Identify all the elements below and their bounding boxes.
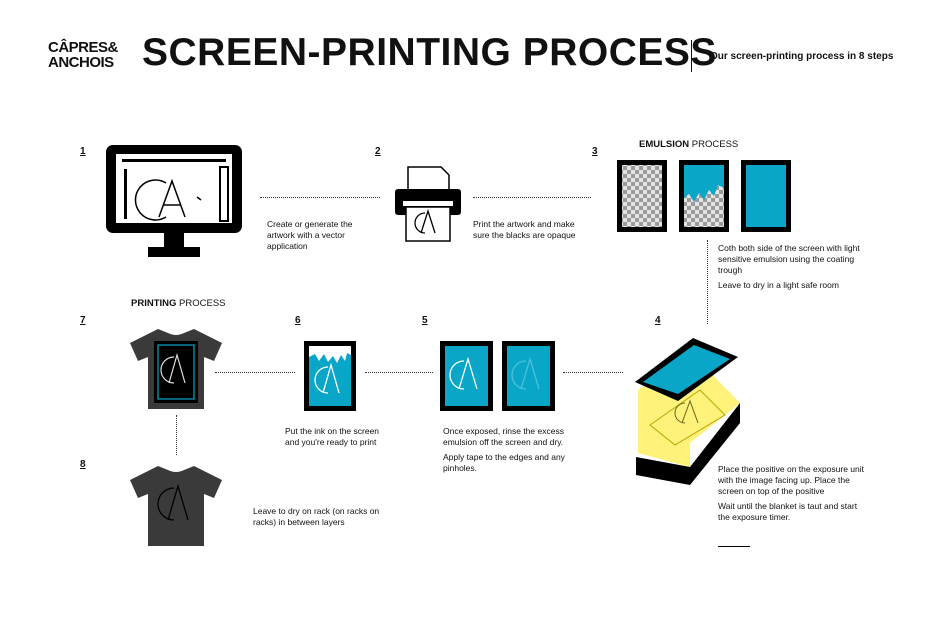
- connector-4-5: [563, 372, 623, 373]
- connector-3-4: [707, 240, 708, 324]
- brand-logo: CÂPRES& ANCHOIS: [48, 40, 132, 70]
- step-2-number: 2: [375, 146, 381, 157]
- step-4-caption-2: Wait until the blanket is taut and start…: [718, 501, 858, 522]
- step-6-caption: Put the ink on the screen and you're rea…: [285, 426, 380, 447]
- step-4-number: 4: [655, 315, 661, 326]
- screen-frame-icon: [304, 341, 356, 411]
- step-5-number: 5: [422, 315, 428, 326]
- connector-1-2: [260, 197, 380, 198]
- connector-5-6: [365, 372, 433, 373]
- step-8-number: 8: [80, 459, 86, 470]
- printer-icon: [395, 166, 461, 242]
- step-8-caption: Leave to dry on rack (on racks on racks)…: [253, 506, 380, 527]
- step-5-caption: Once exposed, rinse the excess emulsion …: [443, 426, 564, 447]
- exposure-unit-icon: [635, 338, 740, 485]
- step-1-number: 1: [80, 146, 86, 157]
- step-4-caption: Place the positive on the exposure unit …: [718, 464, 865, 496]
- logo-line-2: ANCHOIS: [48, 54, 114, 71]
- emulsion-heading-bold: EMULSION: [639, 139, 690, 150]
- step-2-caption: Print the artwork and make sure the blac…: [473, 219, 576, 240]
- printing-process-heading: PRINTING PROCESS: [131, 298, 226, 309]
- computer-monitor-icon: [106, 145, 242, 257]
- step-1-caption: Create or generate the artwork with a ve…: [267, 219, 353, 251]
- printing-heading-bold: PRINTING: [131, 298, 177, 309]
- step-6-number: 6: [295, 315, 301, 326]
- connector-7-8: [176, 415, 177, 455]
- screen-frame-icon: [617, 160, 791, 232]
- page-title: SCREEN-PRINTING PROCESS: [142, 31, 717, 74]
- page-subtitle: Our screen-printing process in 8 steps: [710, 51, 894, 62]
- connector-6-7: [215, 372, 295, 373]
- step-3-caption: Coth both side of the screen with light …: [718, 243, 860, 275]
- step-7-number: 7: [80, 315, 86, 326]
- step-5-caption-2: Apply tape to the edges and any pinholes…: [443, 452, 565, 473]
- step-3-caption-2: Leave to dry in a light safe room: [718, 280, 839, 290]
- tshirt-icon: [130, 329, 222, 409]
- caption-rule: [718, 546, 750, 547]
- printing-heading-rest: PROCESS: [176, 298, 226, 309]
- tshirt-icon: [130, 466, 222, 546]
- step-3-number: 3: [592, 146, 598, 157]
- emulsion-process-heading: EMULSION PROCESS: [639, 139, 738, 150]
- emulsion-heading-rest: PROCESS: [689, 139, 739, 150]
- connector-2-3: [473, 197, 591, 198]
- screen-frame-icon: [440, 341, 555, 411]
- header-divider: [691, 40, 692, 72]
- logo-line-1: CÂPRES&: [48, 39, 118, 56]
